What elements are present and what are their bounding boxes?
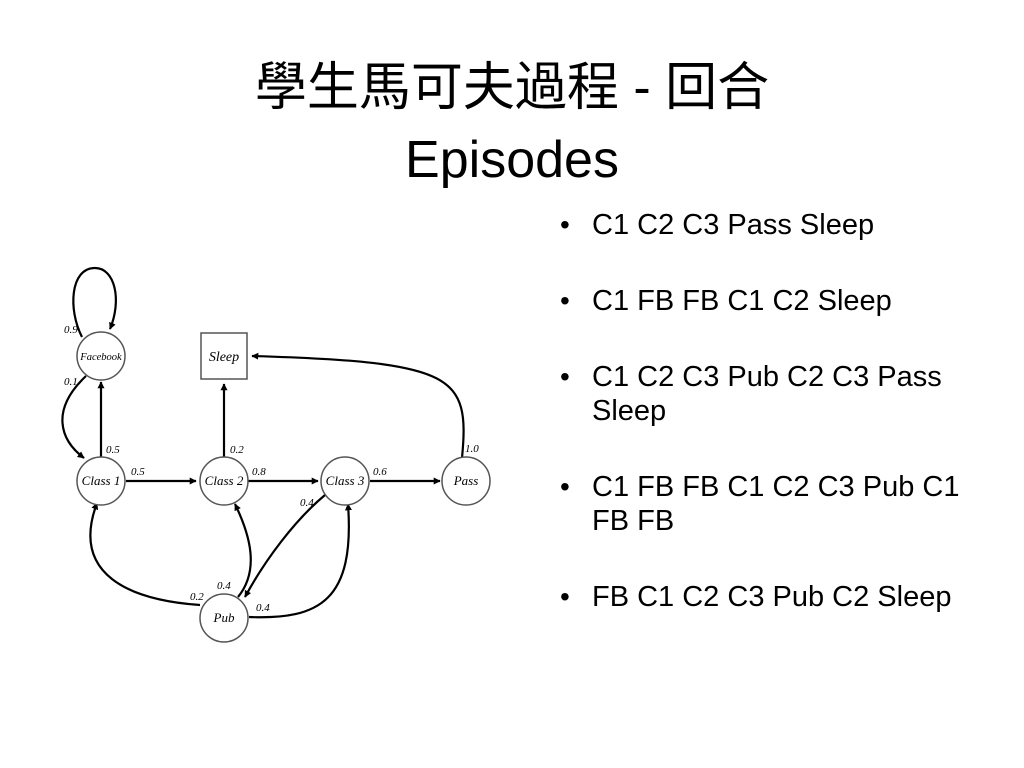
edge-facebook-class1 [61,375,87,459]
list-item: C1 C2 C3 Pub C2 C3 Pass Sleep [560,360,1000,428]
edge-pub-class2 [234,503,252,598]
edge-facebook-self [72,266,117,338]
edge-label-class2-class3: 0.8 [252,466,266,478]
edge-class3-pub [244,494,326,598]
list-item: C1 FB FB C1 C2 C3 Pub C1 FB FB [560,470,1000,538]
node-class3 [320,456,370,506]
edge-pub-class1 [89,502,201,607]
edge-label-pub-class3: 0.4 [256,602,270,614]
edge-label-class3-pass: 0.6 [373,466,387,478]
edge-label-class1-class2: 0.5 [131,466,145,478]
episode-list: C1 C2 C3 Pass Sleep C1 FB FB C1 C2 Sleep… [560,208,1000,656]
node-class2 [199,456,249,506]
node-label-sleep: Sleep [209,350,239,365]
edge-label-pub-class2: 0.4 [217,580,231,592]
slide-title: 學生馬可夫過程 - 回合 Episodes [0,52,1024,196]
edge-label-facebook-class1: 0.1 [64,376,78,388]
edge-label-pass-sleep: 1.0 [465,443,479,455]
markov-process-diagram: Facebook Sleep Class 1 Class 2 Class 3 P… [61,266,491,643]
edge-label-class3-pub: 0.4 [300,497,314,509]
list-item: FB C1 C2 C3 Pub C2 Sleep [560,580,1000,614]
edge-pub-class3 [248,503,352,619]
node-class1 [76,456,126,506]
node-facebook [76,331,126,381]
edge-label-class1-facebook: 0.5 [106,444,120,456]
title-line-2: Episodes [405,131,619,189]
edge-label-class2-sleep: 0.2 [230,444,244,456]
node-pass [441,456,491,506]
node-label-pub: Pub [213,610,235,625]
node-label-class2: Class 2 [205,473,244,488]
node-label-class1: Class 1 [82,473,121,488]
edge-pass-sleep [251,352,465,459]
node-label-pass: Pass [453,473,479,488]
title-line-1: 學生馬可夫過程 - 回合 [254,59,770,117]
list-item: C1 C2 C3 Pass Sleep [560,208,1000,242]
list-item: C1 FB FB C1 C2 Sleep [560,284,1000,318]
edge-label-pub-class1: 0.2 [190,591,204,603]
node-label-class3: Class 3 [326,473,365,488]
edge-label-facebook-self: 0.9 [64,324,78,336]
node-sleep [200,332,248,380]
node-label-facebook: Facebook [79,352,122,363]
node-pub [199,593,249,643]
